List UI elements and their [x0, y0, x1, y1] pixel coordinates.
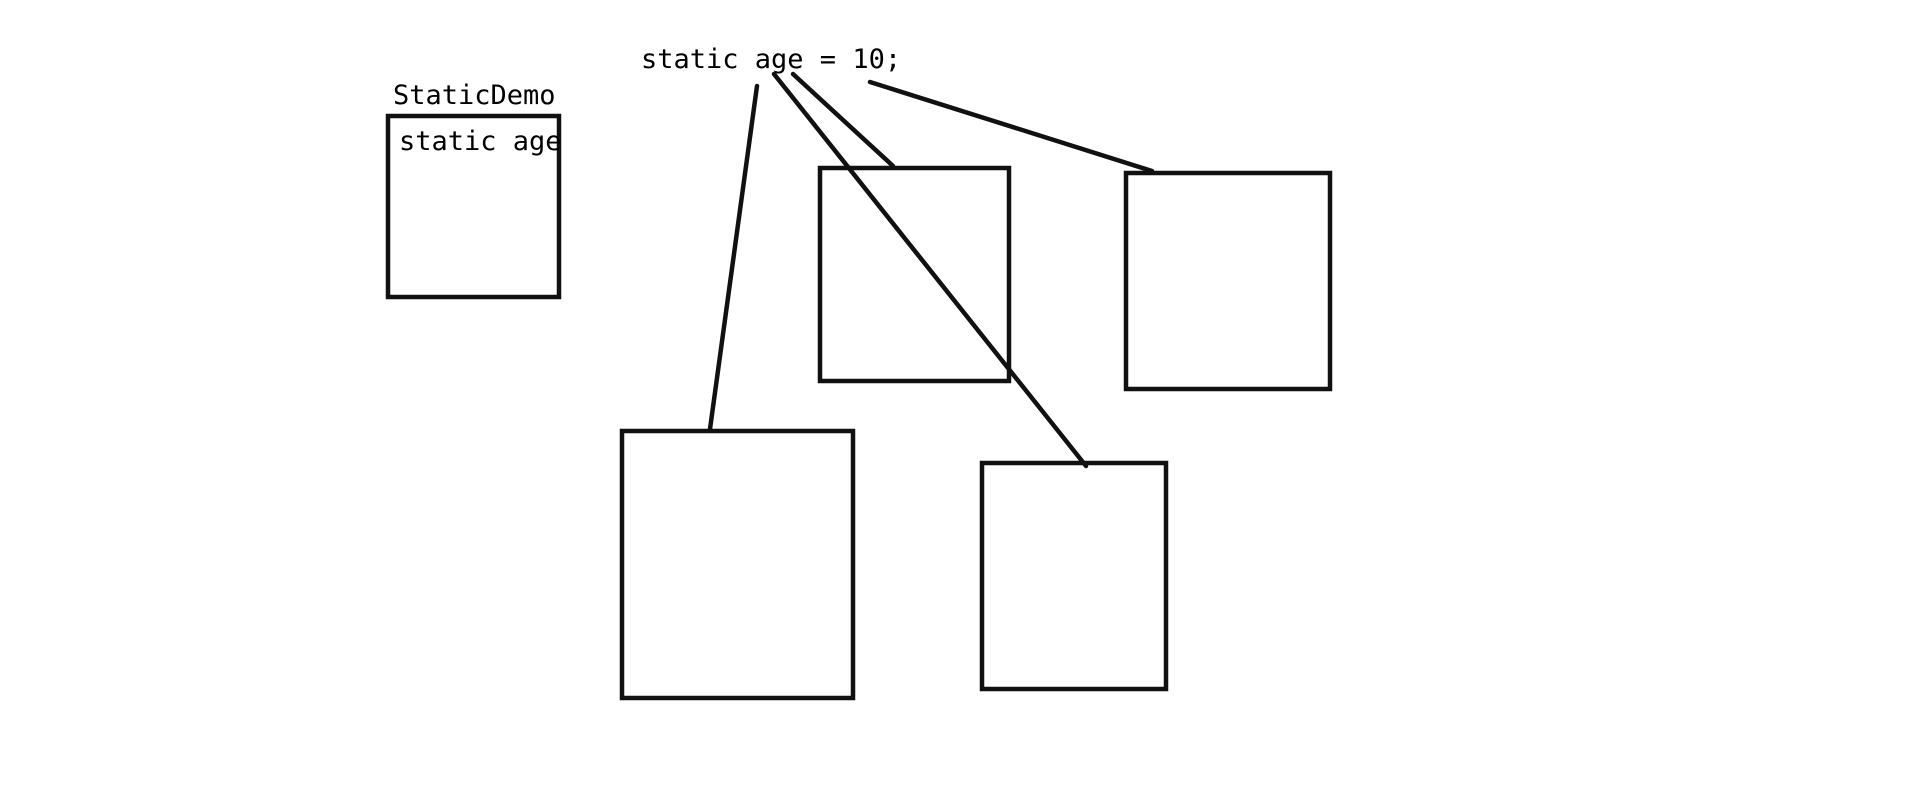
connector-line-object-2: [867, 79, 1155, 174]
class-staticdemo: StaticDemo static age: [385, 80, 562, 300]
class-box: [385, 113, 562, 300]
object-box-2: [1123, 170, 1333, 392]
class-field-label: static age: [399, 126, 562, 157]
static-declaration-label: static age = 10;: [641, 44, 901, 75]
object-box-1: [817, 165, 1012, 384]
connector-line-object-4: [771, 71, 1089, 469]
class-name-label: StaticDemo: [393, 80, 556, 111]
object-box-3: [619, 428, 856, 701]
object-box-4: [979, 460, 1169, 692]
connector-line-object-1: [790, 71, 896, 169]
connector-line-object-3: [707, 83, 760, 432]
